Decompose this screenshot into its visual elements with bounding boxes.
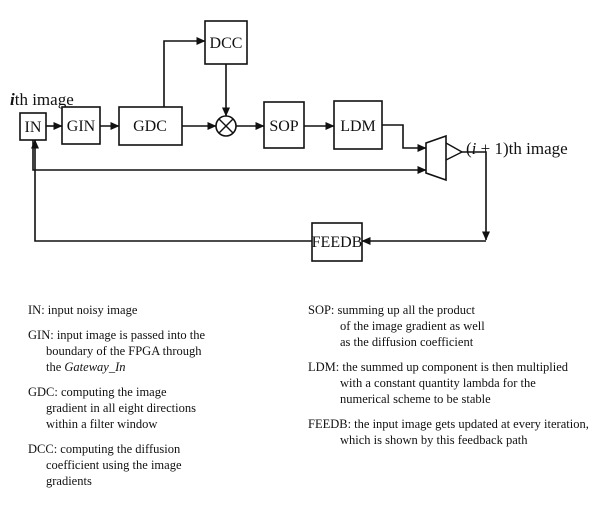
legend-text: boundary of the FPGA through [46,344,202,358]
legend-text-italic: Gateway_In [64,360,126,374]
block-gin: GIN [61,106,101,145]
legend-text: gradients [46,474,92,488]
legend-right: SOP: summing up all the product of the i… [308,302,598,457]
svg-text:IN: IN [25,119,42,136]
arrow-in-to-multiplexer [32,140,427,174]
legend-text: IN: input noisy image [28,303,138,317]
legend-text: the [46,360,65,374]
legend-text: SOP: summing up all the product [308,303,476,317]
arrow-multiplexer-down [462,151,490,241]
multiplier-symbol [215,115,237,137]
svg-text:GIN: GIN [67,118,96,135]
legend-text: LDM: the summed up component is then mul… [308,360,569,374]
legend-text: FEEDB: the input image gets updated at e… [308,417,589,431]
multiplexer-symbol [425,134,464,182]
legend-item-gdc: GDC: computing the image gradient in all… [28,384,298,432]
legend-item-gin: GIN: input image is passed into the boun… [28,327,298,375]
legend-text: numerical scheme to be stable [340,392,491,406]
svg-text:LDM: LDM [340,118,376,135]
svg-text:FEEDB: FEEDB [312,234,363,251]
legend-text: of the image gradient as well [340,319,485,333]
arrow-gdc-to-dcc [163,37,206,107]
block-feedb: FEEDB [311,222,363,262]
legend-text: DCC: computing the diffusion [28,442,181,456]
legend-item-in: IN: input noisy image [28,302,298,318]
legend-item-feedb: FEEDB: the input image gets updated at e… [308,416,598,448]
legend-text: with a constant quantity lambda for the [340,376,536,390]
legend-text: GIN: input image is passed into the [28,328,206,342]
arrow-feedb-to-in [31,139,312,242]
legend-item-ldm: LDM: the summed up component is then mul… [308,359,598,407]
block-gdc: GDC [118,106,183,146]
block-ldm: LDM [333,100,383,150]
svg-text:DCC: DCC [210,35,243,52]
block-dcc: DCC [204,20,248,65]
block-sop: SOP [263,101,305,149]
block-in: IN [19,112,47,141]
svg-text:GDC: GDC [133,118,167,135]
block-diagram: ith image (i + 1)th image IN GIN GDC DCC… [10,20,568,262]
legend-text: GDC: computing the image [28,385,167,399]
legend-item-sop: SOP: summing up all the product of the i… [308,302,598,350]
legend-left: IN: input noisy image GIN: input image i… [28,302,298,498]
legend-text: which is shown by this feedback path [340,433,528,447]
output-image-label: (i + 1)th image [466,139,568,158]
legend-text: gradient in all eight directions [46,401,196,415]
arrow-ldm-to-multiplexer [382,124,427,152]
legend-text: coefficient using the image [46,458,182,472]
svg-text:SOP: SOP [269,118,298,135]
input-image-label: ith image [10,90,74,109]
legend-text: within a filter window [46,417,158,431]
legend-item-dcc: DCC: computing the diffusion coefficient… [28,441,298,489]
legend-text: as the diffusion coefficient [340,335,474,349]
